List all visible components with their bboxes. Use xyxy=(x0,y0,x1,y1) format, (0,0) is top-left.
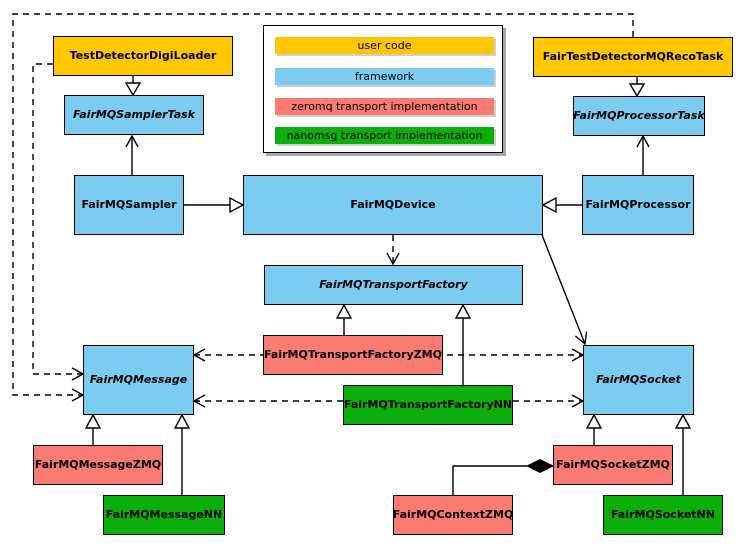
class-box-fairmqprocessor: FairMQProcessor xyxy=(582,175,694,235)
legend-box: user code framework zeromq transport imp… xyxy=(263,25,503,153)
edge-inheritance-digiloader-samplertask xyxy=(124,76,142,97)
edge-association-sampler-samplertask xyxy=(125,134,139,175)
class-box-fairmqcontextzmq: FairMQContextZMQ xyxy=(393,495,513,535)
legend-item-zeromq: zeromq transport implementation xyxy=(275,98,494,115)
edge-association-processor-processortask xyxy=(636,134,650,175)
class-box-fairmqtransportfactory: FairMQTransportFactory xyxy=(264,265,523,305)
class-box-fairmqtransportfactoryzmq: FairMQTransportFactoryZMQ xyxy=(263,335,443,375)
class-box-fairmqmessage: FairMQMessage xyxy=(83,345,194,415)
edge-inheritance-sampler-device xyxy=(184,196,245,214)
class-box-fairmqdevice: FairMQDevice xyxy=(243,175,543,235)
edge-composition-socketzmq-contextzmq xyxy=(452,458,555,495)
class-box-fairmqtransportfactorynn: FairMQTransportFactoryNN xyxy=(343,385,513,425)
legend-item-framework: framework xyxy=(275,68,494,85)
class-box-fairmqsampler: FairMQSampler xyxy=(74,175,184,235)
class-box-testdetectordigiloader: TestDetectorDigiLoader xyxy=(53,36,233,76)
class-box-fairmqsocketnn: FairMQSocketNN xyxy=(603,495,723,535)
class-box-fairtestdetectormqrecotask: FairTestDetectorMQRecoTask xyxy=(533,37,733,77)
legend-item-nanomsg: nanomsg transport implementation xyxy=(275,127,494,144)
class-box-fairmqsocketzmq: FairMQSocketZMQ xyxy=(553,445,673,485)
edge-inheritance-factorynn-transportfactory xyxy=(454,303,472,385)
class-box-fairmqsocket: FairMQSocket xyxy=(583,345,694,415)
edge-inheritance-processor-device xyxy=(541,196,582,214)
edge-inheritance-factoryzmq-transportfactory xyxy=(335,303,353,335)
class-box-fairmqmessagezmq: FairMQMessageZMQ xyxy=(33,445,163,485)
edge-association-device-socket xyxy=(541,234,588,346)
legend-label: nanomsg transport implementation xyxy=(286,129,483,142)
class-box-fairmqsamplertask: FairMQSamplerTask xyxy=(64,95,204,135)
legend-label: zeromq transport implementation xyxy=(291,100,478,113)
edge-inheritance-messagenn-message xyxy=(173,413,191,495)
legend-label: user code xyxy=(357,39,412,52)
class-box-fairmqprocessortask: FairMQProcessorTask xyxy=(573,96,705,136)
edge-dependency-device-transportfactory xyxy=(386,235,400,266)
class-box-fairmqmessagenn: FairMQMessageNN xyxy=(103,495,225,535)
legend-item-user-code: user code xyxy=(275,37,494,54)
edge-inheritance-recotask-processortask xyxy=(628,77,646,98)
edge-inheritance-socketzmq-socket xyxy=(585,413,603,445)
legend-label: framework xyxy=(354,70,415,83)
edge-inheritance-messagezmq-message xyxy=(84,413,102,445)
edge-inheritance-socketnn-socket xyxy=(674,413,692,495)
